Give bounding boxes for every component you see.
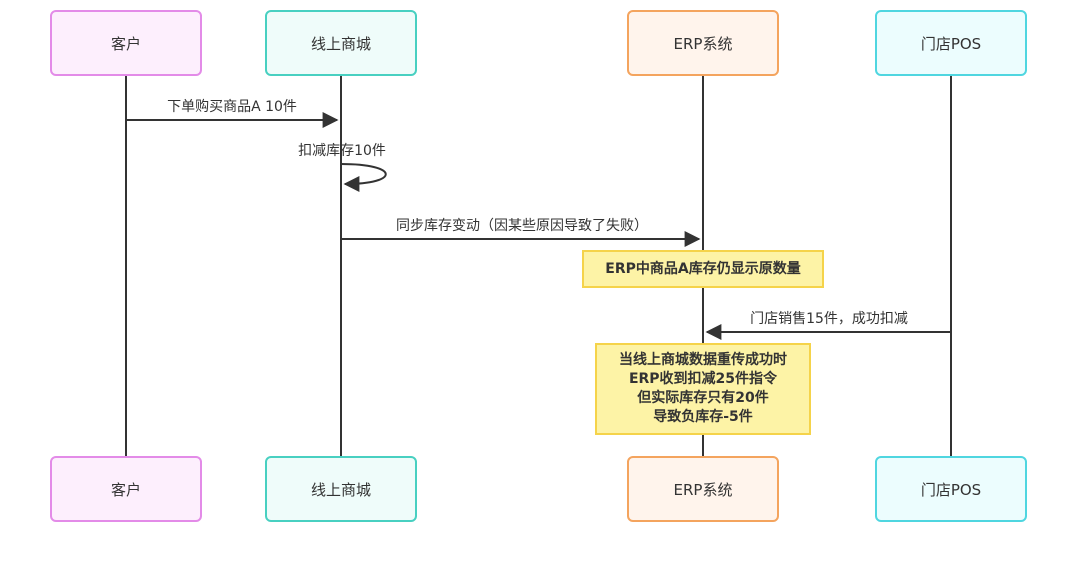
participant-store-pos-top: 门店POS xyxy=(875,10,1027,76)
participant-customer-top: 客户 xyxy=(50,10,202,76)
message-label-order: 下单购买商品A 10件 xyxy=(167,99,297,115)
participant-label: ERP系统 xyxy=(673,480,733,499)
participant-label: 线上商城 xyxy=(310,34,371,53)
note-negative-stock: 当线上商城数据重传成功时 ERP收到扣减25件指令 但实际库存只有20件 导致负… xyxy=(595,343,811,435)
note-line: ERP收到扣减25件指令 xyxy=(628,371,778,387)
participant-label: 客户 xyxy=(110,34,141,53)
note-line: ERP中商品A库存仍显示原数量 xyxy=(605,260,801,277)
participant-store-pos-bottom: 门店POS xyxy=(875,456,1027,522)
participant-erp-top: ERP系统 xyxy=(627,10,779,76)
participant-label: ERP系统 xyxy=(673,34,733,53)
note-line: 导致负库存-5件 xyxy=(653,409,753,425)
message-label-store-sale: 门店销售15件，成功扣减 xyxy=(750,311,908,327)
participant-label: 门店POS xyxy=(920,34,982,53)
participant-label: 门店POS xyxy=(920,480,982,499)
participant-label: 客户 xyxy=(110,480,141,499)
participant-customer-bottom: 客户 xyxy=(50,456,202,522)
message-label-deduct-stock: 扣减库存10件 xyxy=(298,143,386,159)
note-erp-stock-unchanged: ERP中商品A库存仍显示原数量 xyxy=(582,250,824,288)
participant-label: 线上商城 xyxy=(310,480,371,499)
participant-erp-bottom: ERP系统 xyxy=(627,456,779,522)
message-arrow-deduct-stock xyxy=(340,163,387,192)
note-line: 但实际库存只有20件 xyxy=(637,390,769,406)
note-line: 当线上商城数据重传成功时 xyxy=(619,352,787,368)
participant-online-mall-top: 线上商城 xyxy=(265,10,417,76)
message-label-sync-stock: 同步库存变动（因某些原因导致了失败） xyxy=(396,218,648,234)
participant-online-mall-bottom: 线上商城 xyxy=(265,456,417,522)
